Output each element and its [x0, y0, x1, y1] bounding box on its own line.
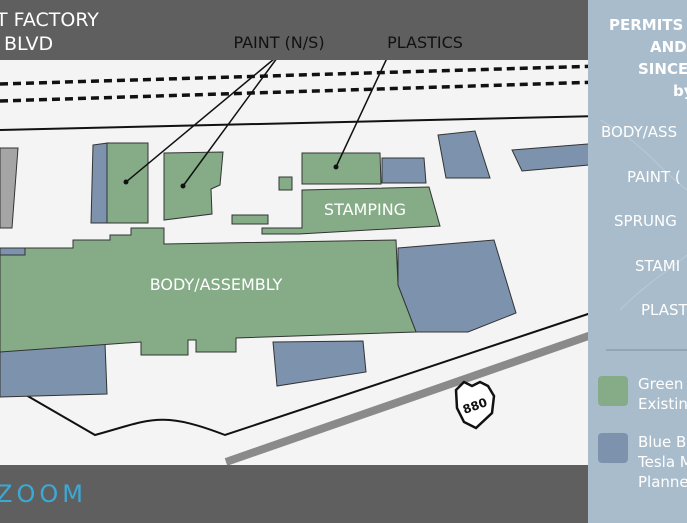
site-boundary-bottom [0, 309, 601, 437]
legend-text-blue: Tesla M [637, 453, 687, 471]
sidebar-building-item: PAINT ( [627, 168, 681, 186]
callout-dot [333, 164, 339, 170]
callout-line-paint [182, 53, 281, 187]
legend-text-green: Green [638, 375, 683, 393]
railroad-track [0, 80, 601, 103]
callout-dot [123, 179, 129, 185]
planned-building [381, 157, 427, 184]
small-building [278, 176, 293, 191]
legend-text-green: Existin [638, 395, 687, 413]
legend-swatch-green [598, 376, 628, 406]
sidebar-title-line: PERMITS [609, 16, 683, 34]
header-address-line2: BLVD [4, 33, 53, 55]
building-label-stamping: STAMPING [324, 200, 406, 219]
sidebar-building-item: SPRUNG [614, 212, 677, 230]
callout-line-plastics [335, 55, 389, 168]
callout-label-paint-header: PAINT (N/S) [233, 33, 324, 52]
header-address-line1: T FACTORY [0, 9, 99, 31]
callout-dot [180, 183, 186, 189]
gray-building [0, 147, 19, 229]
interstate-880-shield-icon: 880 [454, 380, 496, 430]
brand-logo: ZOOM [0, 480, 87, 508]
planned-building [90, 142, 109, 224]
sidebar-title-line: AND [650, 38, 687, 56]
sidebar-title-line: SINCE [638, 60, 687, 78]
sidebar-building-item: PLAST [641, 301, 687, 319]
site-boundary-top [0, 115, 601, 131]
legend-swatch-blue [598, 433, 628, 463]
sidebar-building-item: STAMI [635, 257, 680, 275]
header-bar [0, 0, 687, 60]
small-building [231, 214, 269, 225]
callout-label-plastics-header: PLASTICS [387, 33, 463, 52]
planned-building [437, 130, 491, 179]
body-assembly-building [0, 227, 417, 356]
planned-building [397, 239, 517, 333]
sidebar-decoration [619, 254, 687, 311]
sidebar-building-item: BODY/ASS [601, 123, 677, 141]
sidebar-title-line: by [673, 82, 687, 100]
highway-880 [224, 328, 602, 466]
plastics-building [301, 152, 382, 185]
footer-bar [0, 465, 687, 523]
stamping-building [261, 186, 441, 235]
railroad-track [0, 64, 601, 86]
sidebar-decoration [599, 119, 687, 191]
building-label-body-assembly: BODY/ASSEMBLY [150, 275, 283, 294]
legend-text-blue: Blue B [638, 433, 686, 451]
planned-building [272, 340, 367, 387]
legend-text-blue: Planne [638, 473, 687, 491]
callout-line-paint [125, 53, 281, 183]
paint-building [163, 151, 224, 221]
